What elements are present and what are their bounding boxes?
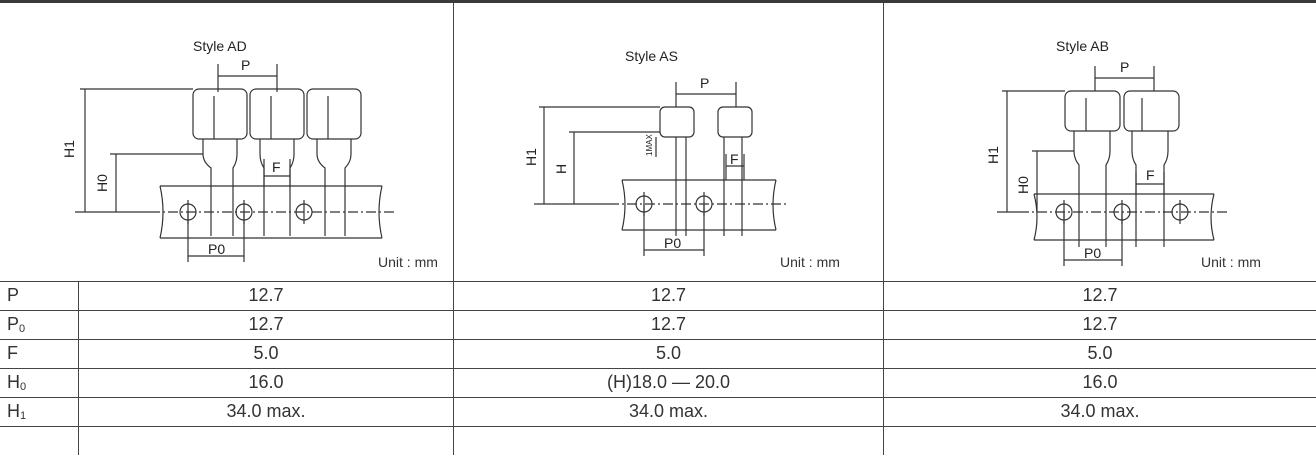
top-rule (0, 0, 1316, 3)
param-label: P0 (7, 314, 26, 335)
h0-label: H0 (94, 174, 110, 192)
param-label: F (7, 343, 18, 363)
row-divider (0, 339, 1316, 340)
row-divider (0, 368, 1316, 369)
unit-label: Unit : mm (1201, 254, 1261, 270)
style-ad-value: 12.7 (248, 314, 284, 334)
style-ad-value: 34.0 max. (226, 401, 306, 421)
style-as-value: 5.0 (655, 343, 682, 363)
style-ad-diagram: P F H1 H0 P0 (61, 57, 395, 262)
p-label: P (700, 75, 709, 91)
style-ab-value: 12.7 (1082, 285, 1118, 305)
unit-label: Unit : mm (780, 254, 840, 270)
style-as-diagram: P F H1 H 1MAX P0 (523, 75, 787, 256)
style-ab-panel: Style AB (884, 4, 1316, 276)
p-label: P (241, 57, 250, 73)
p0-label: P0 (1084, 245, 1101, 261)
style-ab-value: 5.0 (1087, 343, 1113, 363)
f-label: F (1146, 167, 1155, 183)
style-ad-title: Style AD (193, 38, 247, 54)
param-label: P (7, 285, 20, 305)
style-as-value: 12.7 (650, 314, 687, 334)
h0-label: H0 (1015, 176, 1031, 194)
max-label: 1MAX (645, 134, 654, 156)
h-label: H (553, 164, 569, 174)
style-ab-value: 16.0 (1082, 372, 1118, 392)
p-label: P (1120, 59, 1129, 75)
style-ad-value: 5.0 (253, 343, 279, 363)
h1-label: H1 (985, 146, 1001, 164)
h1-label: H1 (523, 148, 539, 166)
p0-label: P0 (208, 241, 225, 257)
style-ab-value: 34.0 max. (1060, 401, 1140, 421)
divider (883, 3, 884, 455)
style-ad-value: 12.7 (248, 285, 284, 305)
row-divider (0, 310, 1316, 311)
row-divider (0, 426, 1316, 427)
style-as-value: 34.0 max. (628, 401, 709, 421)
row-divider (0, 281, 1316, 282)
style-as-value: (H)18.0 — 20.0 (606, 372, 731, 392)
f-label: F (272, 159, 281, 175)
param-label: H0 (7, 372, 27, 393)
h1-label: H1 (61, 140, 77, 158)
style-ab-diagram: P F H1 H0 P0 (985, 59, 1229, 266)
style-ad-panel: Style AD (0, 4, 453, 276)
style-ab-title: Style AB (1056, 38, 1109, 54)
p0-label: P0 (664, 235, 681, 251)
style-ab-value: 12.7 (1082, 314, 1118, 334)
param-label: H1 (7, 401, 27, 422)
style-as-title: Style AS (625, 48, 678, 64)
style-as-value: 12.7 (650, 285, 687, 305)
style-ad-value: 16.0 (248, 372, 284, 392)
unit-label: Unit : mm (378, 254, 438, 270)
style-as-panel: Style AS (454, 4, 883, 276)
f-label: F (730, 151, 739, 167)
divider (453, 3, 454, 455)
row-divider (0, 397, 1316, 398)
